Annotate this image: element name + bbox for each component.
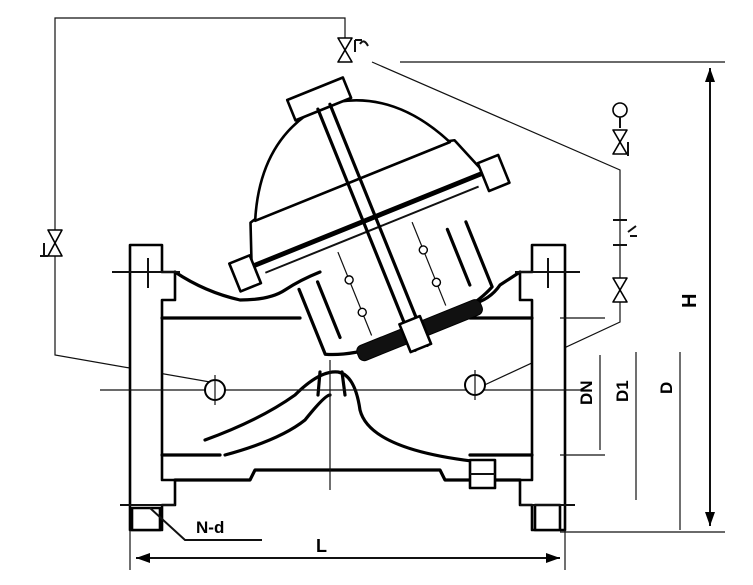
top-needle-valve-icon bbox=[337, 37, 369, 63]
gauge-cock-valve-icon bbox=[612, 129, 629, 156]
filter-icon bbox=[613, 219, 637, 246]
dn-label: DN bbox=[577, 380, 596, 405]
valve-body bbox=[100, 243, 590, 532]
d1-label: D1 bbox=[613, 380, 632, 402]
pressure-gauge-icon bbox=[612, 102, 628, 128]
n-d-label: N-d bbox=[196, 518, 224, 537]
dimension-lines bbox=[129, 61, 725, 570]
right-ball-valve-icon bbox=[612, 277, 628, 303]
h-label: H bbox=[679, 294, 701, 308]
left-needle-valve-icon bbox=[40, 229, 63, 257]
d-label: D bbox=[657, 382, 676, 394]
l-label: L bbox=[316, 536, 327, 556]
valve-bonnet bbox=[228, 76, 511, 362]
